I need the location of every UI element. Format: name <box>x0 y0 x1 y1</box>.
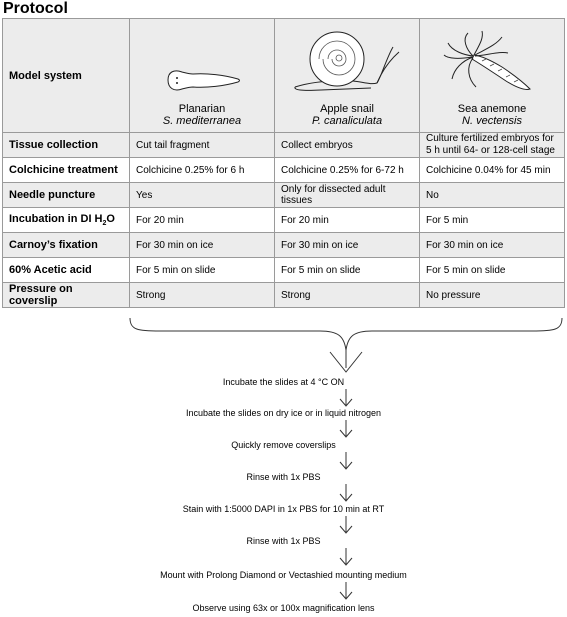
table-row: Tissue collection Cut tail fragment Coll… <box>2 132 565 158</box>
table-cell: No pressure <box>419 282 565 308</box>
species-scientific-name: P. canaliculata <box>311 115 383 127</box>
species-common-name: Sea anemone <box>457 103 527 115</box>
step-arrow <box>339 389 353 407</box>
step-text: Stain with 1:5000 DAPI in 1x PBS for 10 … <box>182 504 385 514</box>
model-system-row: Model system Planarian S. mediterranea A… <box>2 18 565 133</box>
table-row: 60% Acetic acid For 5 min on slide For 5… <box>2 257 565 283</box>
step-text: Incubate the slides on dry ice or in liq… <box>185 408 382 418</box>
apple-snail-illustration <box>294 31 400 91</box>
table-cell: Collect embryos <box>274 132 420 158</box>
row-label-text-end: O <box>106 212 115 225</box>
step-text: Observe using 63x or 100x magnification … <box>192 603 375 613</box>
sea-anemone-illustration <box>443 30 531 90</box>
table-cell: Strong <box>274 282 420 308</box>
species-cell-planarian: Planarian S. mediterranea <box>129 18 275 133</box>
model-system-label: Model system <box>2 18 130 133</box>
step-text: Mount with Prolong Diamond or Vectashied… <box>160 570 407 580</box>
species-cell-apple-snail: Apple snail P. canaliculata <box>274 18 420 133</box>
step-arrow <box>339 516 353 534</box>
table-row: Needle puncture Yes Only for dissected a… <box>2 182 565 208</box>
table-cell: Only for dissected adult tissues <box>274 182 420 208</box>
table-cell: No <box>419 182 565 208</box>
step-text: Rinse with 1x PBS <box>246 472 321 482</box>
species-cell-sea-anemone: Sea anemone N. vectensis <box>419 18 565 133</box>
step-arrow <box>339 484 353 502</box>
step-text: Incubate the slides at 4 °C ON <box>222 377 345 387</box>
curly-brace-right <box>345 317 563 351</box>
table-cell: For 5 min <box>419 207 565 233</box>
step-text: Rinse with 1x PBS <box>246 536 321 546</box>
step-arrow <box>339 420 353 438</box>
step-arrows <box>339 389 353 600</box>
protocol-table: Model system Planarian S. mediterranea A… <box>2 18 565 308</box>
step-arrow <box>339 452 353 470</box>
row-label: Pressure on coverslip <box>2 282 130 308</box>
table-row: Incubation in DI H2O For 20 min For 20 m… <box>2 207 565 233</box>
curly-brace <box>129 317 347 351</box>
table-row: Pressure on coverslip Strong Strong No p… <box>2 282 565 308</box>
species-scientific-name: N. vectensis <box>462 115 522 127</box>
row-label: Needle puncture <box>2 182 130 208</box>
step-text: Quickly remove coverslips <box>231 440 336 450</box>
row-label-subscript: 2 <box>102 220 107 228</box>
table-cell: For 5 min on slide <box>274 257 420 283</box>
species-scientific-name: S. mediterranea <box>162 115 242 127</box>
planarian-illustration <box>167 70 240 91</box>
species-common-name: Planarian <box>178 103 226 115</box>
row-label: Incubation in DI H2O <box>2 207 130 233</box>
row-label-text: Incubation in DI H <box>9 212 103 225</box>
table-cell: For 20 min <box>274 207 420 233</box>
row-label: Carnoy’s fixation <box>2 232 130 258</box>
table-cell: For 5 min on slide <box>129 257 275 283</box>
merge-arrow <box>329 350 363 373</box>
row-label: 60% Acetic acid <box>2 257 130 283</box>
table-cell: Colchicine 0.25% for 6-72 h <box>274 157 420 183</box>
table-cell: Strong <box>129 282 275 308</box>
step-arrow <box>339 548 353 566</box>
table-cell: Culture fertilized embryos for 5 h until… <box>419 132 565 158</box>
species-common-name: Apple snail <box>320 103 374 115</box>
table-cell: Colchicine 0.25% for 6 h <box>129 157 275 183</box>
step-arrow <box>339 582 353 600</box>
row-label: Colchicine treatment <box>2 157 130 183</box>
table-cell: Yes <box>129 182 275 208</box>
table-row: Colchicine treatment Colchicine 0.25% fo… <box>2 157 565 183</box>
page-title: Protocol <box>3 0 68 17</box>
table-cell: For 20 min <box>129 207 275 233</box>
